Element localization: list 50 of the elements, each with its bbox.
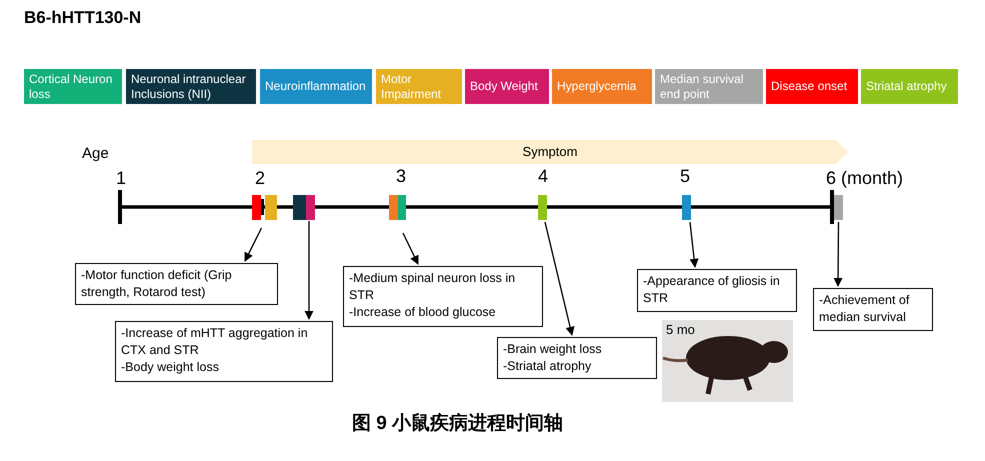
- callout-box: [115, 321, 333, 382]
- callout-box: [813, 288, 933, 331]
- tick-label: 3: [396, 166, 406, 187]
- legend-label: Disease onset: [771, 79, 848, 94]
- legend-label: Median survival end point: [660, 72, 744, 102]
- figure-caption: 图 9 小鼠疾病进程时间轴: [350, 412, 564, 436]
- tick-label: 6 (month): [826, 168, 904, 189]
- callout-text: -Achievement of median survival: [819, 292, 910, 326]
- event-marker: [389, 195, 398, 220]
- arrow: [689, 222, 699, 268]
- event-marker: [398, 195, 406, 220]
- event-marker: [265, 195, 277, 220]
- callout-text: -Brain weight loss: [503, 341, 603, 358]
- arrow: [834, 222, 843, 287]
- callout-text: -Increase of blood glucose: [349, 304, 497, 321]
- callout-box: [637, 269, 797, 312]
- arrow: [544, 222, 575, 336]
- event-marker: [306, 195, 315, 220]
- legend-label: Neuronal intranuclear Inclusions (NII): [131, 72, 247, 102]
- arrow: [244, 228, 262, 262]
- callout-box: [497, 337, 657, 379]
- axis-label: Age: [82, 145, 109, 162]
- legend-label: Cortical Neuron loss: [29, 72, 114, 102]
- tick-label: 5: [680, 166, 690, 187]
- callout-text: -Increase of mHTT aggregation in CTX and STR: [121, 325, 309, 359]
- callout-text: -Striatal atrophy: [503, 358, 592, 375]
- diagram-title: B6-hHTT130-N: [24, 8, 142, 28]
- callout-text: -Body weight loss: [121, 359, 220, 376]
- legend-label: Neuroinflammation: [265, 79, 366, 94]
- legend-label: Hyperglycemia: [557, 79, 636, 94]
- legend-label: Body Weight: [470, 79, 538, 94]
- event-marker: [293, 195, 306, 220]
- tick-label: 2: [255, 168, 266, 189]
- arrow: [402, 232, 419, 265]
- event-marker: [834, 195, 843, 220]
- callout-text: -Appearance of gliosis in STR: [643, 273, 781, 307]
- event-marker: [682, 195, 691, 220]
- arrow: [304, 221, 314, 320]
- legend-label: Motor Impairment: [381, 72, 442, 102]
- callout-text: -Medium spinal neuron loss in STR: [349, 270, 516, 304]
- callout-box: [75, 263, 278, 305]
- callout-text: -Motor function deficit (Grip strength, Rotarod test): [81, 267, 233, 301]
- tick-label: 1: [116, 168, 126, 189]
- tick-label: 4: [538, 166, 548, 187]
- callout-box: [343, 266, 543, 327]
- band-label: Symptom: [522, 144, 578, 159]
- event-marker: [252, 195, 261, 220]
- event-marker: [538, 195, 547, 220]
- photo-caption: 5 mo: [666, 322, 695, 337]
- legend-label: Striatal atrophy: [866, 79, 947, 94]
